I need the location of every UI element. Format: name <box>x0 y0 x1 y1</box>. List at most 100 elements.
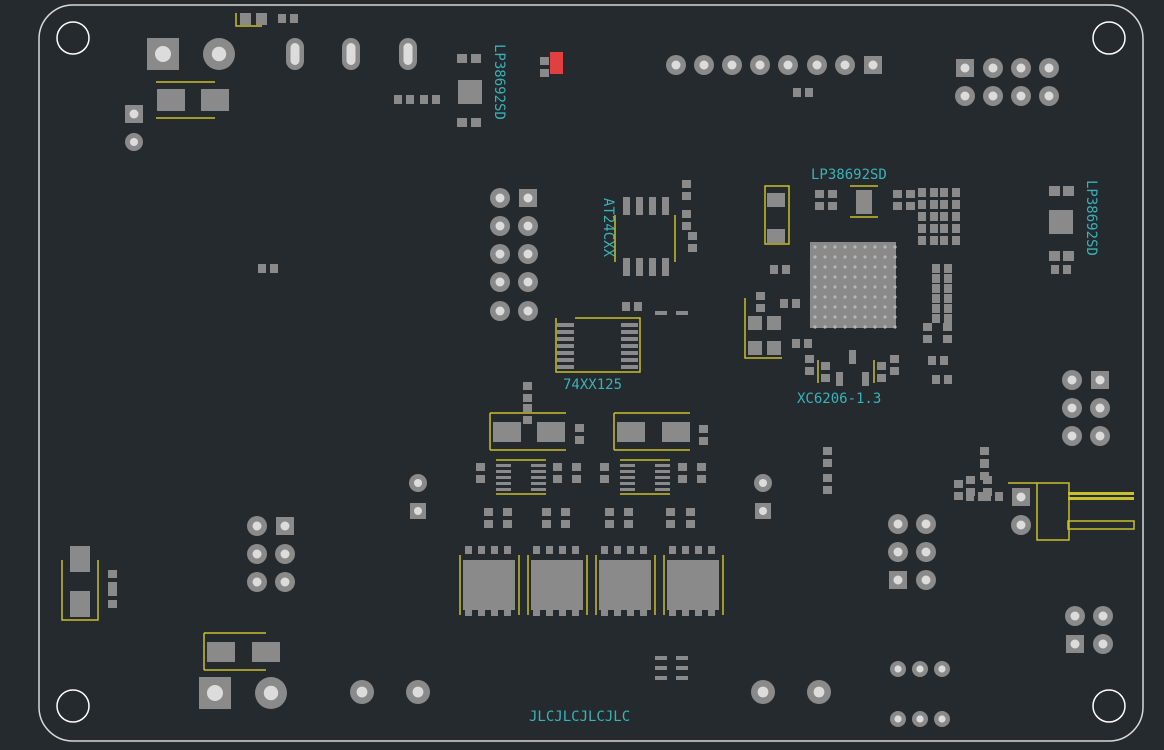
bga-ball <box>823 245 827 249</box>
smd-pad-icon <box>821 374 830 382</box>
smd-pad-icon <box>682 222 691 230</box>
smd-pad-icon <box>108 570 117 578</box>
drill-hole <box>893 547 903 557</box>
smd-pad-icon <box>503 520 512 528</box>
drill-hole <box>699 60 709 70</box>
smd-pad-icon <box>465 610 472 616</box>
smd-pad-icon <box>966 476 975 484</box>
smd-pad-icon <box>943 335 952 343</box>
drill-hole <box>252 577 262 587</box>
smd-pad-icon <box>621 358 638 362</box>
smd-pad-icon <box>836 372 843 386</box>
smd-pad-icon <box>676 666 688 670</box>
bga-ball <box>823 255 827 259</box>
bga-ball <box>843 285 847 289</box>
mounting-holes <box>56 21 1126 723</box>
label-lp38692sd-top-left: LP38692SD <box>491 44 507 120</box>
smd-pad-icon <box>695 546 702 554</box>
bga-ball <box>823 265 827 269</box>
smd-pad-icon <box>686 508 695 516</box>
bga-ball <box>893 285 897 289</box>
smd-pad-icon <box>940 224 948 233</box>
drill-hole <box>1067 375 1077 385</box>
drill-hole <box>988 63 998 73</box>
smd-pad-icon <box>531 560 583 610</box>
smd-pad-icon <box>793 88 801 97</box>
smd-pad-icon <box>624 520 633 528</box>
smd-pad-icon <box>463 560 515 610</box>
drill-hole <box>1070 611 1080 621</box>
bga-ball <box>863 295 867 299</box>
smd-pad-icon <box>575 436 584 444</box>
bga-ball <box>813 255 817 259</box>
bga-ball <box>833 285 837 289</box>
smd-pad-icon <box>815 190 824 198</box>
smd-pad-icon <box>600 475 609 483</box>
drill-hole <box>893 575 903 585</box>
smd-pad-icon <box>782 265 790 274</box>
drill-hole <box>129 109 139 119</box>
smd-pad-icon <box>620 476 635 479</box>
smd-pad-icon <box>893 190 902 198</box>
smd-pad-icon <box>944 264 952 273</box>
smd-pad-icon <box>666 508 675 516</box>
smd-pad-icon <box>877 374 886 382</box>
drill-hole <box>727 60 737 70</box>
smd-pad-icon <box>70 591 90 617</box>
drill-hole <box>356 686 368 698</box>
through-hole-pads <box>125 38 1113 727</box>
smd-pad-icon <box>496 482 511 485</box>
bga-ball <box>833 315 837 319</box>
smd-pad-icon <box>557 351 574 355</box>
smd-pad-icon <box>923 335 932 343</box>
drill-hole <box>921 519 931 529</box>
smd-pad-icon <box>780 299 788 308</box>
smd-pad-icon <box>944 304 952 313</box>
drill-hole <box>938 665 946 673</box>
bga-ball <box>843 245 847 249</box>
smd-pad-icon <box>557 323 574 327</box>
bga-ball <box>873 275 877 279</box>
smd-pad-icon <box>792 339 800 348</box>
smd-pad-icon <box>634 302 642 311</box>
smd-pad-icon <box>952 188 960 197</box>
drill-hole <box>280 577 290 587</box>
drill-hole <box>1098 639 1108 649</box>
smd-pad-icon <box>108 588 117 596</box>
smd-pad-icon <box>767 229 785 243</box>
smd-pad-icon <box>918 188 926 197</box>
smd-pad-icon <box>621 351 638 355</box>
smd-pad-icon <box>406 95 414 104</box>
smd-pad-icon <box>572 475 581 483</box>
smd-pad-icon <box>621 323 638 327</box>
smd-pad-icon <box>636 258 643 276</box>
smd-pad-icon <box>561 520 570 528</box>
drill-hole <box>129 137 139 147</box>
highlighted-part <box>550 52 563 74</box>
drill-hole <box>1095 403 1105 413</box>
smd-pad-icon <box>572 463 581 471</box>
smd-pad-icon <box>748 341 762 355</box>
smd-pad-icon <box>620 488 635 491</box>
bga-ball <box>813 305 817 309</box>
bga-ball <box>823 285 827 289</box>
smd-pad-icon <box>682 180 691 188</box>
bga-ball <box>813 325 817 329</box>
drill-hole <box>812 60 822 70</box>
drill-hole <box>1016 91 1026 101</box>
bga-ball <box>853 245 857 249</box>
smd-pad-icon <box>849 350 856 364</box>
bga-ball <box>823 325 827 329</box>
bga-ball <box>853 315 857 319</box>
bga-ball <box>863 265 867 269</box>
bga-ball <box>863 315 867 319</box>
smd-pad-icon <box>655 666 667 670</box>
bga-ball <box>813 295 817 299</box>
bga-ball <box>843 325 847 329</box>
smd-pad-icon <box>531 482 546 485</box>
smd-pad-icon <box>621 337 638 341</box>
drill-hole <box>1016 63 1026 73</box>
smd-pad-icon <box>943 323 952 331</box>
drill-hole <box>894 665 902 673</box>
